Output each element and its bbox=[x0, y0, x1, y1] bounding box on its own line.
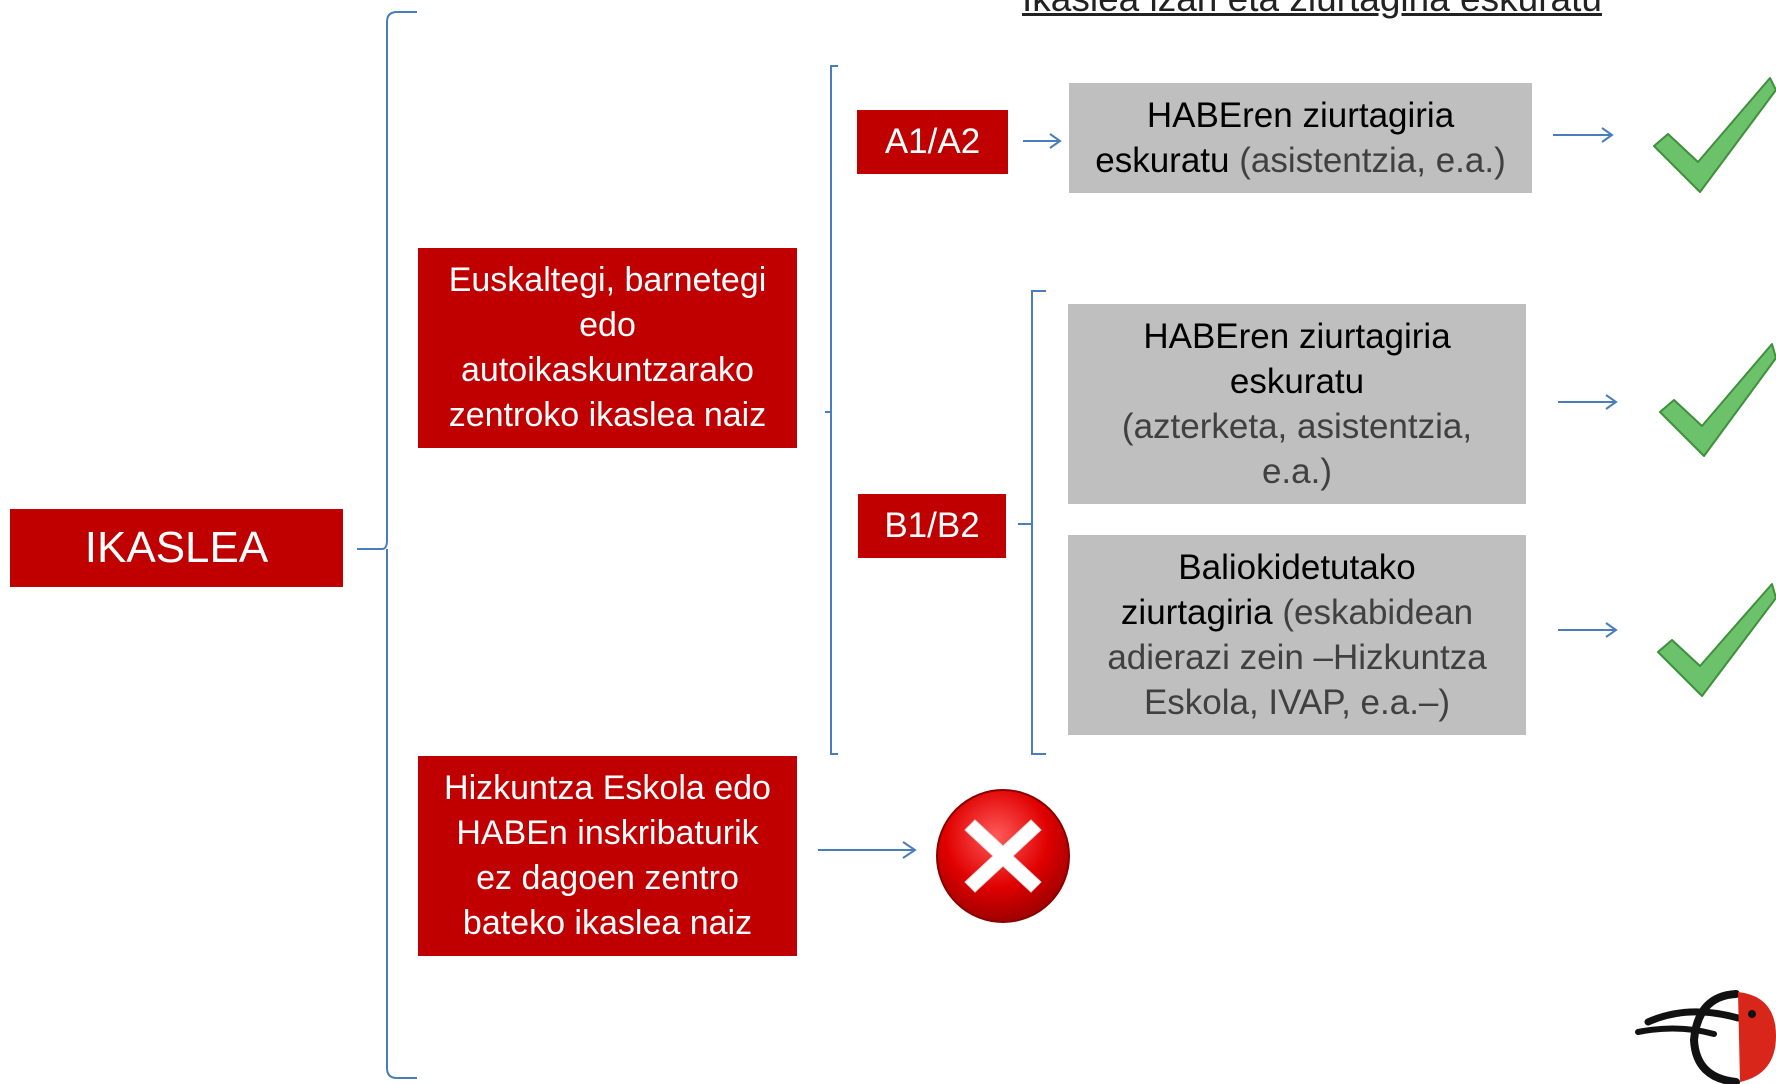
level-b-node: B1/B2 bbox=[858, 494, 1006, 558]
cert-a-line-1: HABEren ziurtagiria bbox=[1146, 96, 1455, 135]
cert-b2-line-3: adierazi zein –Hizkuntza bbox=[1107, 638, 1487, 677]
cert-b1-box: HABEren ziurtagiria eskuratu (azterketa,… bbox=[1068, 304, 1526, 504]
cross-icon bbox=[936, 789, 1070, 923]
arrow-b1-cert bbox=[1558, 394, 1618, 410]
level-a-node: A1/A2 bbox=[857, 110, 1008, 174]
cert-a-line-2-bold: eskuratu bbox=[1095, 141, 1230, 180]
page-title: Ikaslea izan eta ziurtagiria eskuratu bbox=[1022, 0, 1742, 20]
root-brace bbox=[357, 11, 417, 550]
level-b-label: B1/B2 bbox=[884, 506, 980, 545]
branch-other-line-4: bateko ikaslea naiz bbox=[462, 904, 753, 942]
cert-b1-line-4: e.a.) bbox=[1261, 452, 1333, 491]
level-brace bbox=[830, 65, 838, 755]
cert-b1-line-2: eskuratu bbox=[1229, 362, 1365, 401]
branch-center-line-3: autoikaskuntzarako bbox=[461, 351, 754, 389]
branch-other-node: Hizkuntza Eskola edo HABEn inskribaturik… bbox=[418, 756, 797, 956]
branch-center-line-4: zentroko ikaslea naiz bbox=[448, 396, 767, 434]
check-icon bbox=[1653, 77, 1776, 193]
cert-a-line-2-rest: (asistentzia, e.a.) bbox=[1229, 141, 1506, 180]
cert-b2-line-1: Baliokidetutako bbox=[1178, 548, 1416, 587]
branch-center-line-2: edo bbox=[579, 306, 636, 344]
cert-b2-line-4: Eskola, IVAP, e.a.–) bbox=[1143, 683, 1451, 722]
branch-center-node: Euskaltegi, barnetegi edo autoikaskuntza… bbox=[418, 248, 797, 448]
cert-b2-box: Baliokidetutako ziurtagiria (eskabidean … bbox=[1068, 535, 1526, 735]
cert-a-box: HABEren ziurtagiria eskuratu (asistentzi… bbox=[1069, 83, 1532, 193]
arrow-b2-cert bbox=[1558, 622, 1618, 638]
branch-other-line-3: ez dagoen zentro bbox=[476, 859, 739, 897]
cert-b2-line-2-rest: (eskabidean bbox=[1272, 593, 1474, 632]
arrow-a-cert bbox=[1553, 127, 1614, 143]
b-brace bbox=[1031, 290, 1046, 755]
root-node: IKASLEA bbox=[10, 509, 343, 587]
root-label: IKASLEA bbox=[84, 523, 269, 572]
arrow-other bbox=[818, 841, 917, 859]
cert-b1-line-1: HABEren ziurtagiria bbox=[1143, 317, 1451, 356]
check-icon bbox=[1657, 583, 1776, 697]
branch-center-line-1: Euskaltegi, barnetegi bbox=[448, 261, 767, 299]
cert-b1-line-3: (azterketa, asistentzia, bbox=[1121, 407, 1473, 446]
cert-b2-line-2-bold: ziurtagiria bbox=[1120, 593, 1273, 632]
branch-other-line-1: Hizkuntza Eskola edo bbox=[444, 769, 771, 807]
check-icon bbox=[1659, 343, 1776, 457]
arrow-a-level bbox=[1023, 133, 1062, 149]
root-brace-bottom bbox=[386, 549, 417, 1079]
level-a-label: A1/A2 bbox=[884, 122, 981, 161]
bird-logo-icon bbox=[1635, 990, 1776, 1084]
branch-other-line-2: HABEn inskribaturik bbox=[456, 814, 759, 852]
